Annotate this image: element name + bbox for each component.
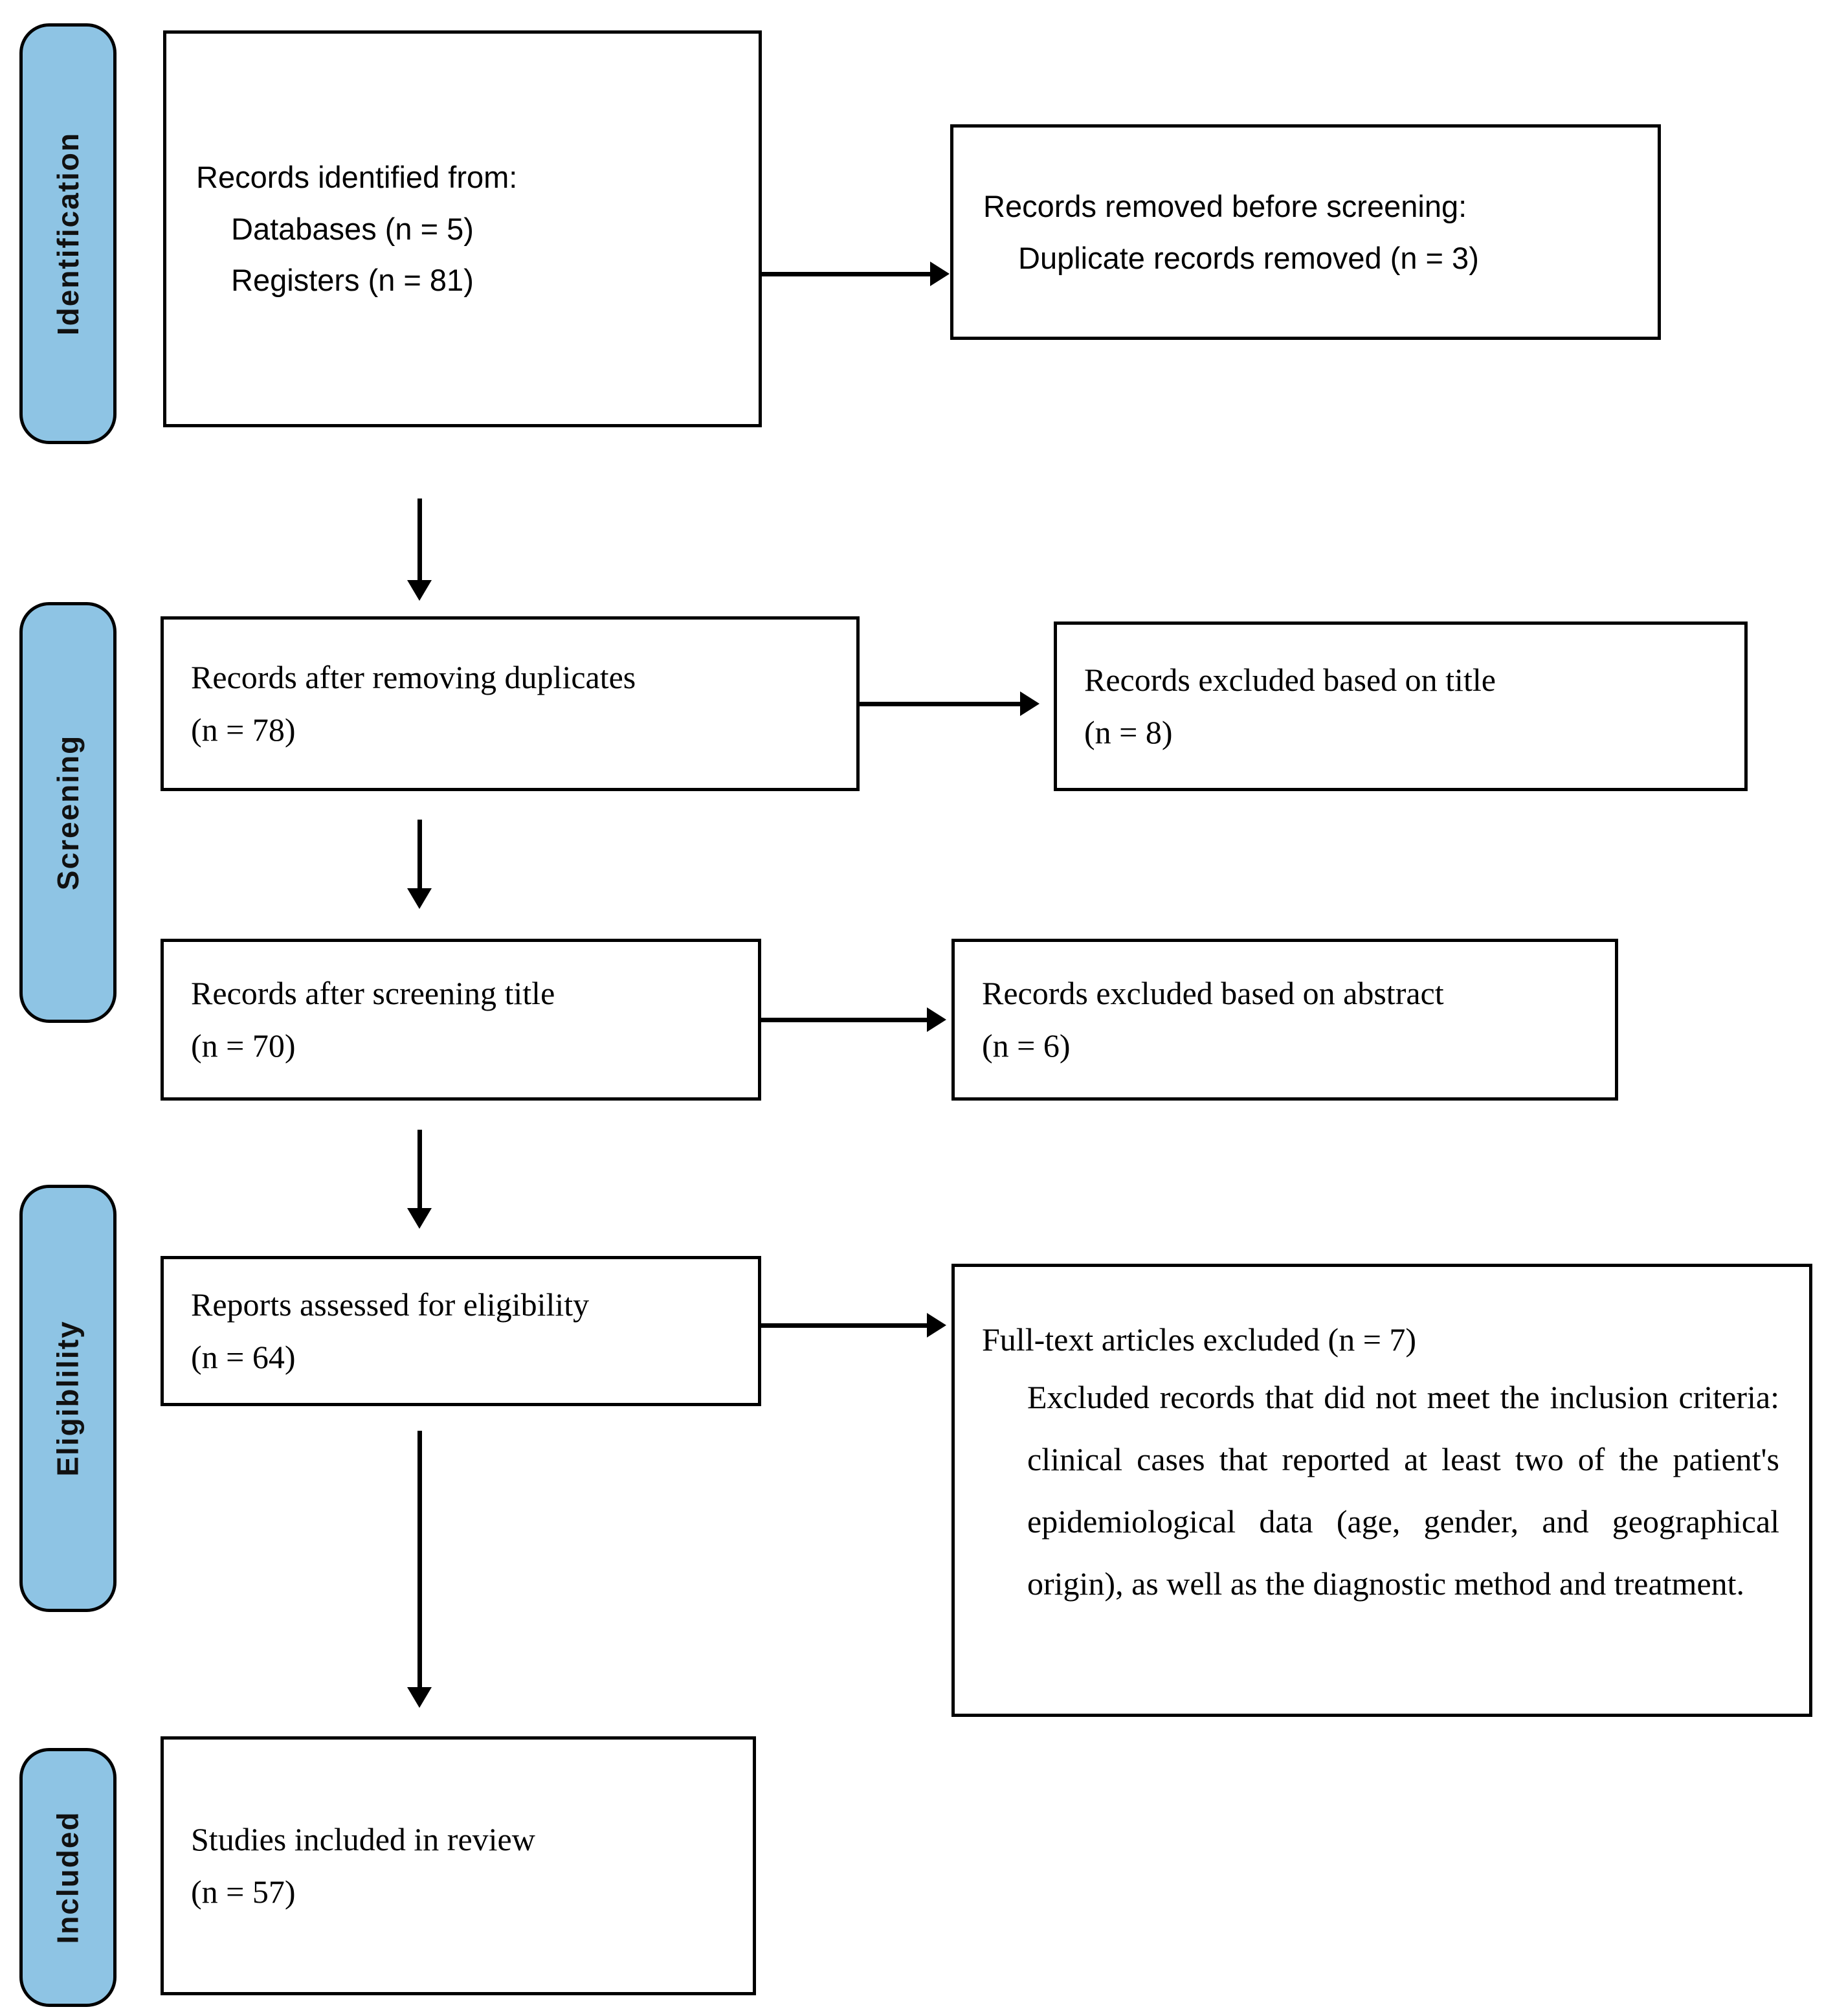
fulltext-excluded-line-1: Full-text articles excluded (n = 7) <box>982 1321 1417 1358</box>
stage-label-included: Included <box>51 1811 85 1944</box>
box-excluded-based-on-title: Records excluded based on title (n = 8) <box>1054 622 1748 791</box>
records-removed-duplicates: Duplicate records removed (n = 3) <box>1018 240 1479 275</box>
box-records-identified: Records identified from: Databases (n = … <box>163 30 762 427</box>
connector-duplicates-to-screening-title <box>417 820 422 891</box>
records-identified-registers: Registers (n = 81) <box>231 263 474 298</box>
excluded-abstract-count: (n = 6) <box>982 1027 1071 1064</box>
stage-pill-included: Included <box>19 1748 117 2007</box>
excluded-abstract-line-1: Records excluded based on abstract <box>982 975 1444 1011</box>
stage-pill-screening: Screening <box>19 602 117 1023</box>
after-duplicates-line-1: Records after removing duplicates <box>191 659 636 695</box>
records-identified-line-1: Records identified from: <box>196 159 518 194</box>
excluded-title-line-1: Records excluded based on title <box>1084 662 1496 698</box>
box-after-screening-title: Records after screening title (n = 70) <box>161 939 761 1101</box>
stage-label-eligibility: Eligiblility <box>51 1320 85 1477</box>
studies-included-line-1: Studies included in review <box>191 1821 535 1857</box>
fulltext-excluded-detail: Excluded records that did not meet the i… <box>1027 1379 1779 1602</box>
records-identified-databases: Databases (n = 5) <box>231 211 474 246</box>
box-records-removed: Records removed before screening: Duplic… <box>950 124 1661 340</box>
after-duplicates-count: (n = 78) <box>191 711 296 748</box>
assessed-eligibility-count: (n = 64) <box>191 1339 296 1375</box>
arrowhead-duplicates-to-excluded-title <box>1020 691 1040 716</box>
assessed-eligibility-line-1: Reports assessed for eligibility <box>191 1286 590 1323</box>
arrowhead-screening-to-eligibility <box>407 1208 432 1229</box>
connector-eligibility-to-included <box>417 1431 422 1690</box>
records-removed-line-1: Records removed before screening: <box>983 188 1467 223</box>
connector-duplicates-to-excluded-title <box>860 702 1021 706</box>
connector-eligibility-to-fulltext-excluded <box>761 1323 928 1328</box>
arrowhead-identification-to-screening <box>407 580 432 601</box>
after-screening-title-line-1: Records after screening title <box>191 975 555 1011</box>
box-studies-included-in-review: Studies included in review (n = 57) <box>161 1736 756 1995</box>
connector-screening-title-to-excluded-abstract <box>761 1018 928 1022</box>
excluded-title-count: (n = 8) <box>1084 714 1173 750</box>
connector-identified-to-removed <box>762 272 931 276</box>
arrowhead-duplicates-to-screening-title <box>407 888 432 909</box>
stage-label-screening: Screening <box>51 734 85 891</box>
after-screening-title-count: (n = 70) <box>191 1027 296 1064</box>
studies-included-count: (n = 57) <box>191 1874 296 1910</box>
arrowhead-eligibility-to-included <box>407 1687 432 1708</box>
box-excluded-based-on-abstract: Records excluded based on abstract (n = … <box>951 939 1618 1101</box>
box-reports-assessed-for-eligibility: Reports assessed for eligibility (n = 64… <box>161 1256 761 1406</box>
box-after-removing-duplicates: Records after removing duplicates (n = 7… <box>161 616 860 791</box>
arrowhead-identified-to-removed <box>930 262 950 286</box>
stage-label-identification: Identification <box>51 131 85 336</box>
connector-screening-to-eligibility <box>417 1130 422 1211</box>
stage-pill-identification: Identification <box>19 23 117 444</box>
stage-pill-eligibility: Eligiblility <box>19 1185 117 1612</box>
arrowhead-eligibility-to-fulltext-excluded <box>927 1313 946 1338</box>
connector-identification-to-screening <box>417 498 422 583</box>
arrowhead-screening-title-to-excluded-abstract <box>927 1007 946 1032</box>
box-fulltext-articles-excluded: Full-text articles excluded (n = 7) Excl… <box>951 1264 1812 1717</box>
